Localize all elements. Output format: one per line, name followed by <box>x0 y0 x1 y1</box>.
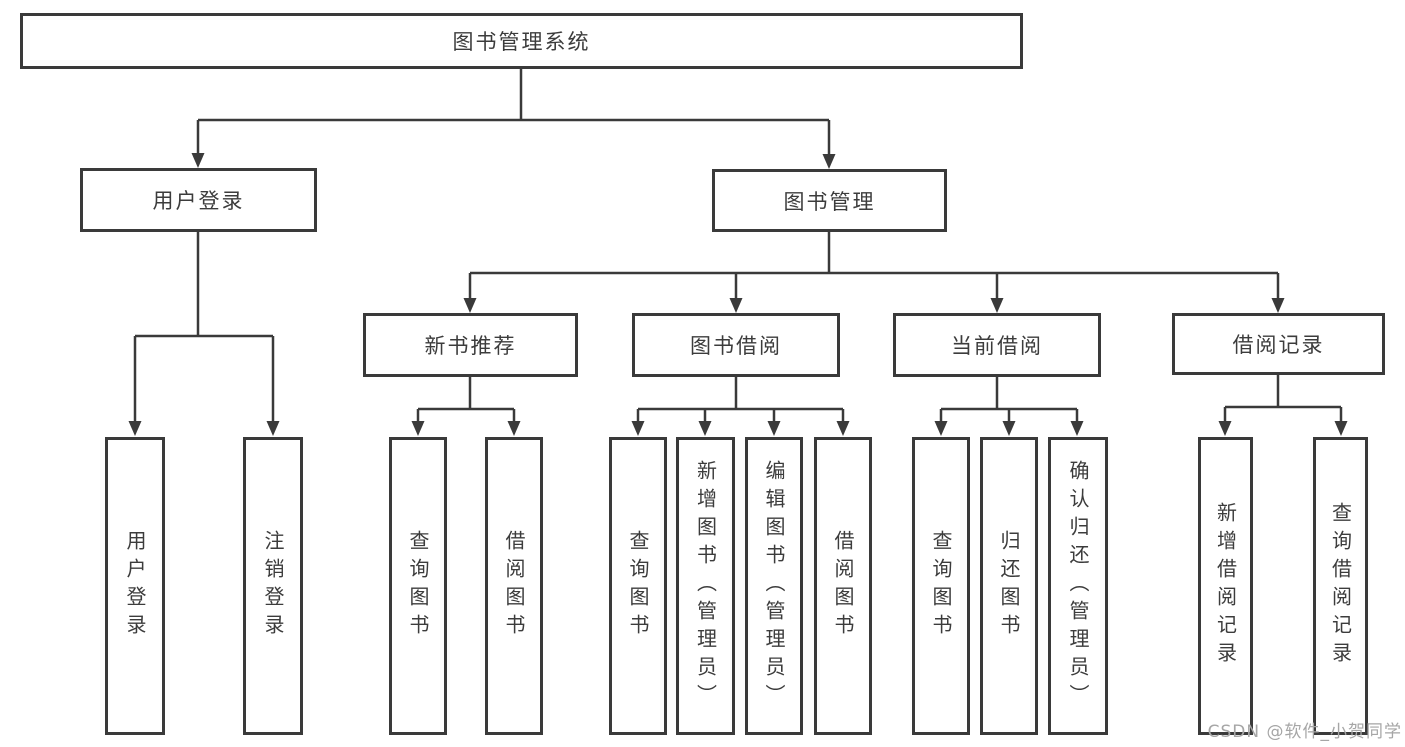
node-new-book-recommendation: 新书推荐 <box>363 313 578 377</box>
node-leaf-borrow-books-recommend: 借阅图书 <box>485 437 543 735</box>
node-book-management: 图书管理 <box>712 169 947 232</box>
node-leaf-add-books-admin: 新增图书（管理员） <box>676 437 735 735</box>
node-leaf-return-books: 归还图书 <box>980 437 1038 735</box>
node-user-login: 用户登录 <box>80 168 317 232</box>
node-leaf-query-borrow-record: 查询借阅记录 <box>1313 437 1368 735</box>
node-borrowing-records: 借阅记录 <box>1172 313 1385 375</box>
node-leaf-edit-books-admin: 编辑图书（管理员） <box>745 437 803 735</box>
node-leaf-add-borrow-record: 新增借阅记录 <box>1198 437 1253 735</box>
node-leaf-logout: 注销登录 <box>243 437 303 735</box>
node-leaf-query-books-borrowing: 查询图书 <box>609 437 667 735</box>
node-book-borrowing: 图书借阅 <box>632 313 840 377</box>
node-library-management-system: 图书管理系统 <box>20 13 1023 69</box>
node-leaf-query-books-recommend: 查询图书 <box>389 437 447 735</box>
node-leaf-borrow-books-borrowing: 借阅图书 <box>814 437 872 735</box>
node-leaf-confirm-return-admin: 确认归还（管理员） <box>1048 437 1108 735</box>
csdn-watermark: CSDN @软件_小贺同学 <box>1207 722 1402 742</box>
arrowhead-icons <box>128 153 1348 436</box>
node-current-borrowing: 当前借阅 <box>893 313 1101 377</box>
node-leaf-query-books-current: 查询图书 <box>912 437 970 735</box>
node-leaf-user-login: 用户登录 <box>105 437 165 735</box>
